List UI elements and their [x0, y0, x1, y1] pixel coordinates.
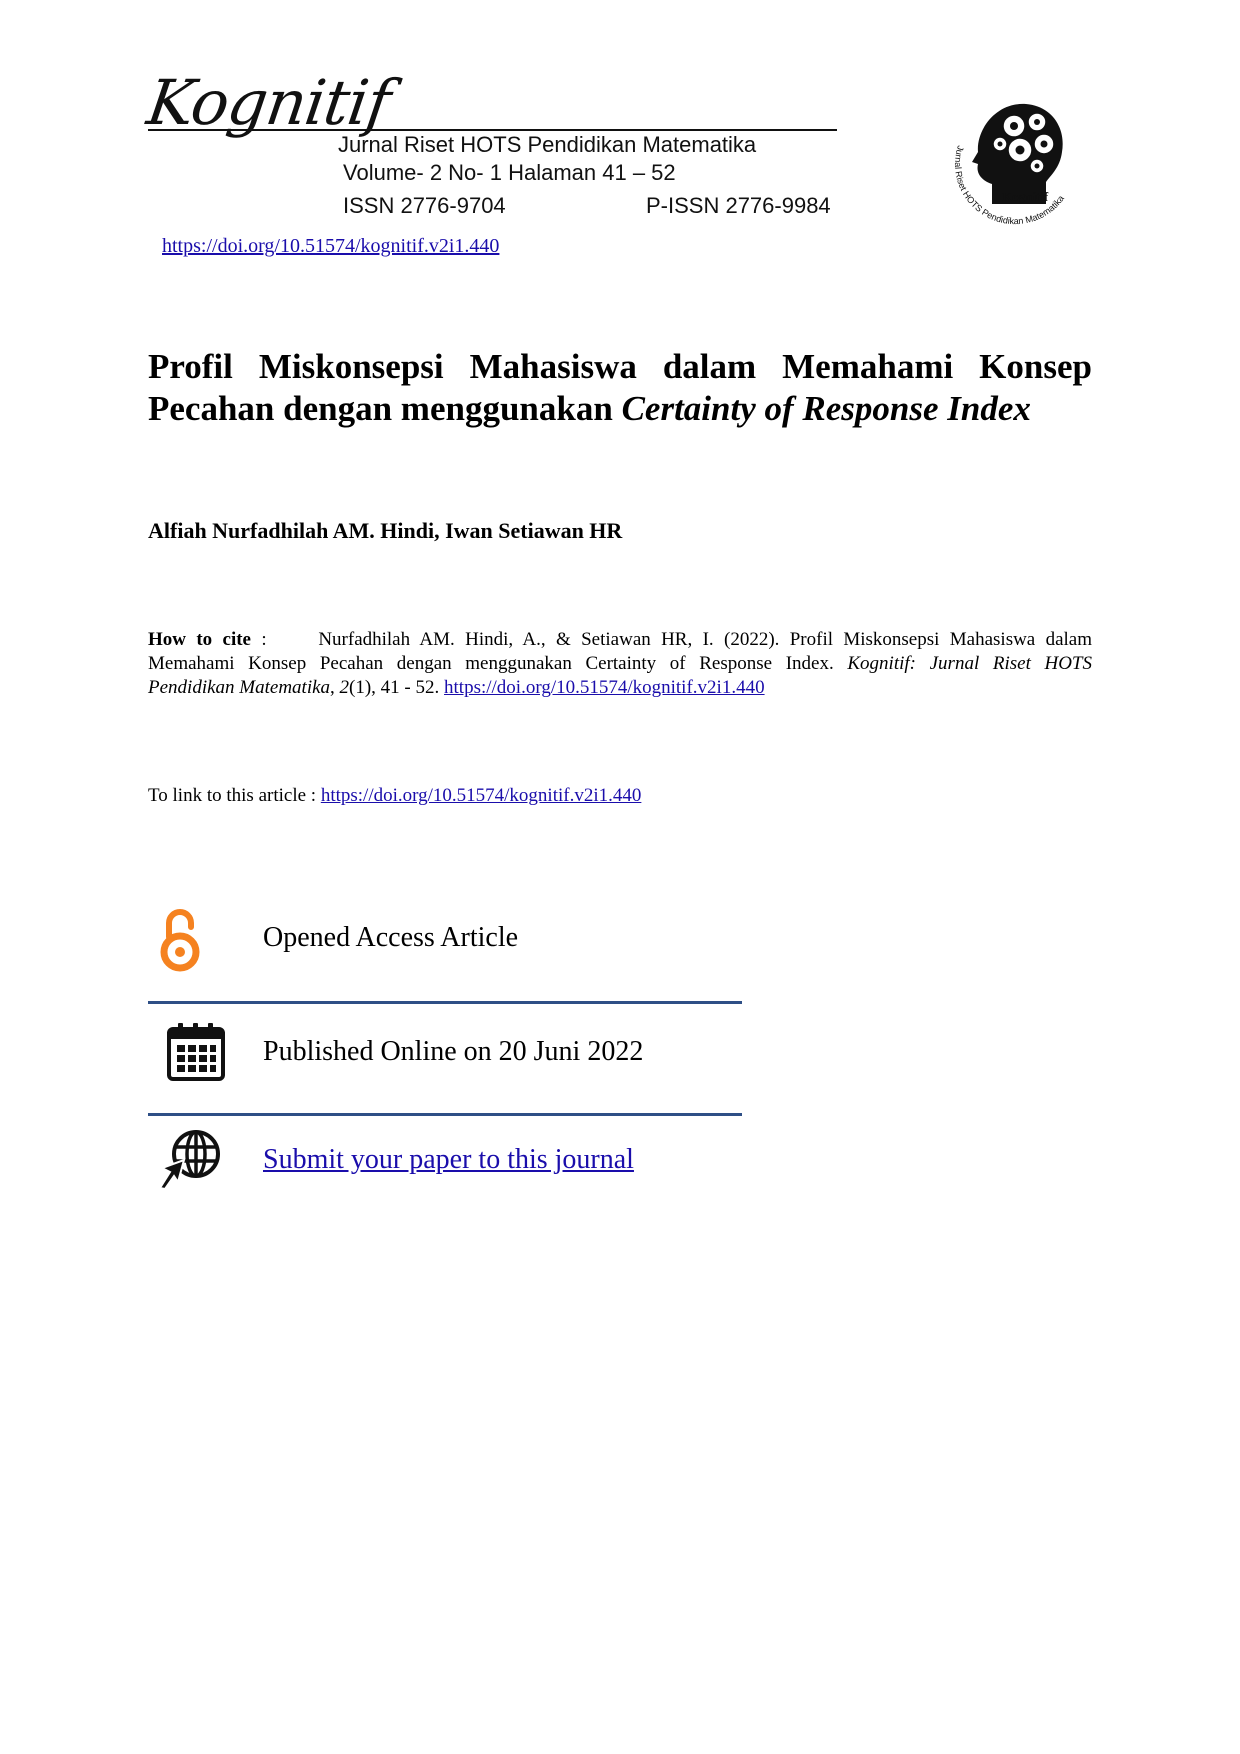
submit-paper-link[interactable]: Submit your paper to this journal [263, 1144, 634, 1175]
globe-cursor-icon [158, 1130, 220, 1190]
title-line-2-italic: Certainty of Response Index [621, 389, 1031, 428]
article-title: Profil Miskonsepsi Mahasiswa dalam Memah… [148, 346, 1092, 430]
journal-issn: ISSN 2776-9704 [343, 193, 506, 218]
cite-journal: Kognitif: Jurnal Riset HOTS [847, 653, 1092, 674]
open-access-label: Opened Access Article [263, 922, 519, 953]
journal-pissn: P-ISSN 2776-9984 [646, 193, 831, 218]
info-divider-1 [148, 1001, 742, 1004]
cite-row-2: Memahami Konsep Pecahan dengan menggunak… [148, 652, 1092, 676]
link-to-article-label: To link to this article : [148, 785, 321, 806]
journal-name: Jurnal Riset HOTS Pendidikan Matematika [338, 132, 757, 157]
title-line-1: Profil Miskonsepsi Mahasiswa dalam Memah… [148, 347, 1092, 386]
how-to-cite-block: How to cite : Nurfadhilah AM. Hindi, A.,… [148, 628, 1092, 700]
calendar-icon [167, 1023, 225, 1081]
cite-volume: 2 [339, 677, 350, 698]
article-authors: Alfiah Nurfadhilah AM. Hindi, Iwan Setia… [148, 518, 623, 543]
cite-label: How to cite [148, 629, 251, 650]
title-line-2: Pecahan dengan menggunakan Certainty of … [148, 388, 1092, 430]
cite-journal-2: Pendidikan Matematika [148, 677, 331, 698]
cite-issue-pages: (1), 41 - 52. [349, 677, 445, 698]
logo-underline [148, 129, 837, 131]
cite-row-3: Pendidikan Matematika, 2(1), 41 - 52. ht… [148, 676, 1092, 700]
cite-text-1: Nurfadhilah AM. Hindi, A., & Setiawan HR… [318, 629, 1092, 650]
journal-logo-script: Kognitif [142, 66, 395, 139]
cite-doi-link[interactable]: https://doi.org/10.51574/kognitif.v2i1.4… [444, 677, 765, 698]
link-to-article: To link to this article : https://doi.or… [148, 785, 641, 807]
published-online-label: Published Online on 20 Juni 2022 [263, 1036, 644, 1067]
seal-center-text: Kognitif [1002, 189, 1049, 204]
header-doi-link[interactable]: https://doi.org/10.51574/kognitif.v2i1.4… [162, 235, 500, 257]
info-divider-2 [148, 1113, 742, 1116]
cite-row-1: How to cite : Nurfadhilah AM. Hindi, A.,… [148, 628, 1092, 652]
title-line-2-plain: Pecahan dengan menggunakan [148, 389, 622, 428]
journal-volume: Volume- 2 No- 1 Halaman 41 – 52 [343, 160, 676, 185]
cite-volume-sep: , [330, 677, 340, 698]
journal-seal-logo: Kognitif Jurnal Riset HOTS Pendidikan Ma… [953, 103, 1066, 226]
open-access-icon [160, 909, 200, 972]
article-doi-link[interactable]: https://doi.org/10.51574/kognitif.v2i1.4… [320, 785, 642, 806]
cite-text-2: Memahami Konsep Pecahan dengan menggunak… [148, 653, 848, 674]
cite-separator: : [250, 629, 319, 650]
